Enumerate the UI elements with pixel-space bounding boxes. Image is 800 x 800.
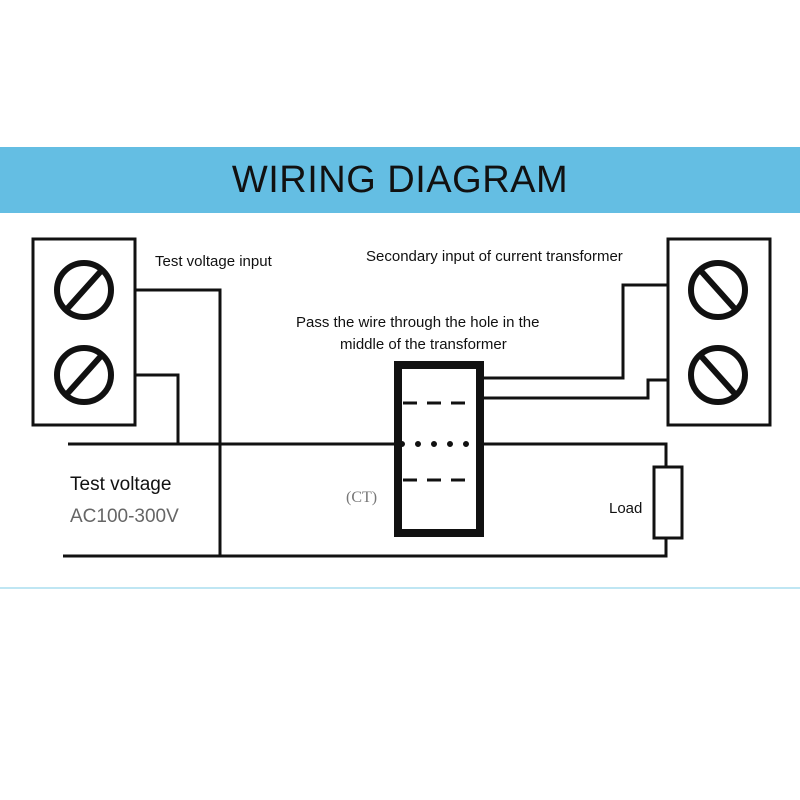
voltage-range-label: AC100-300V	[70, 506, 179, 527]
title-banner: WIRING DIAGRAM	[0, 147, 800, 213]
divider	[0, 587, 800, 589]
ct-secondary-wire	[482, 283, 668, 380]
load-resistor	[652, 465, 684, 540]
terminal-screw-icon	[54, 260, 114, 320]
load-label: Load	[609, 500, 643, 517]
wire	[135, 288, 222, 556]
test-voltage-input-label: Test voltage input	[155, 253, 272, 270]
live-wire	[480, 442, 668, 467]
terminal-screw-icon	[54, 345, 114, 405]
ct-label: (CT)	[346, 489, 378, 506]
secondary-input-label: Secondary input of current transformer	[366, 248, 623, 265]
voltage-terminal-block	[31, 237, 137, 427]
ct-hole-dashes	[399, 401, 481, 482]
page-title: WIRING DIAGRAM	[231, 158, 569, 201]
ct-secondary-wire	[482, 378, 668, 400]
pass-wire-label-1: Pass the wire through the hole in the	[296, 314, 540, 331]
pass-wire-label-2: middle of the transformer	[340, 336, 507, 353]
ct-terminal-block	[666, 237, 772, 427]
test-voltage-label: Test voltage	[70, 474, 172, 495]
terminal-screw-icon	[688, 345, 748, 405]
current-transformer	[394, 361, 484, 537]
neutral-wire	[63, 538, 668, 558]
terminal-screw-icon	[688, 260, 748, 320]
wire	[135, 373, 180, 444]
